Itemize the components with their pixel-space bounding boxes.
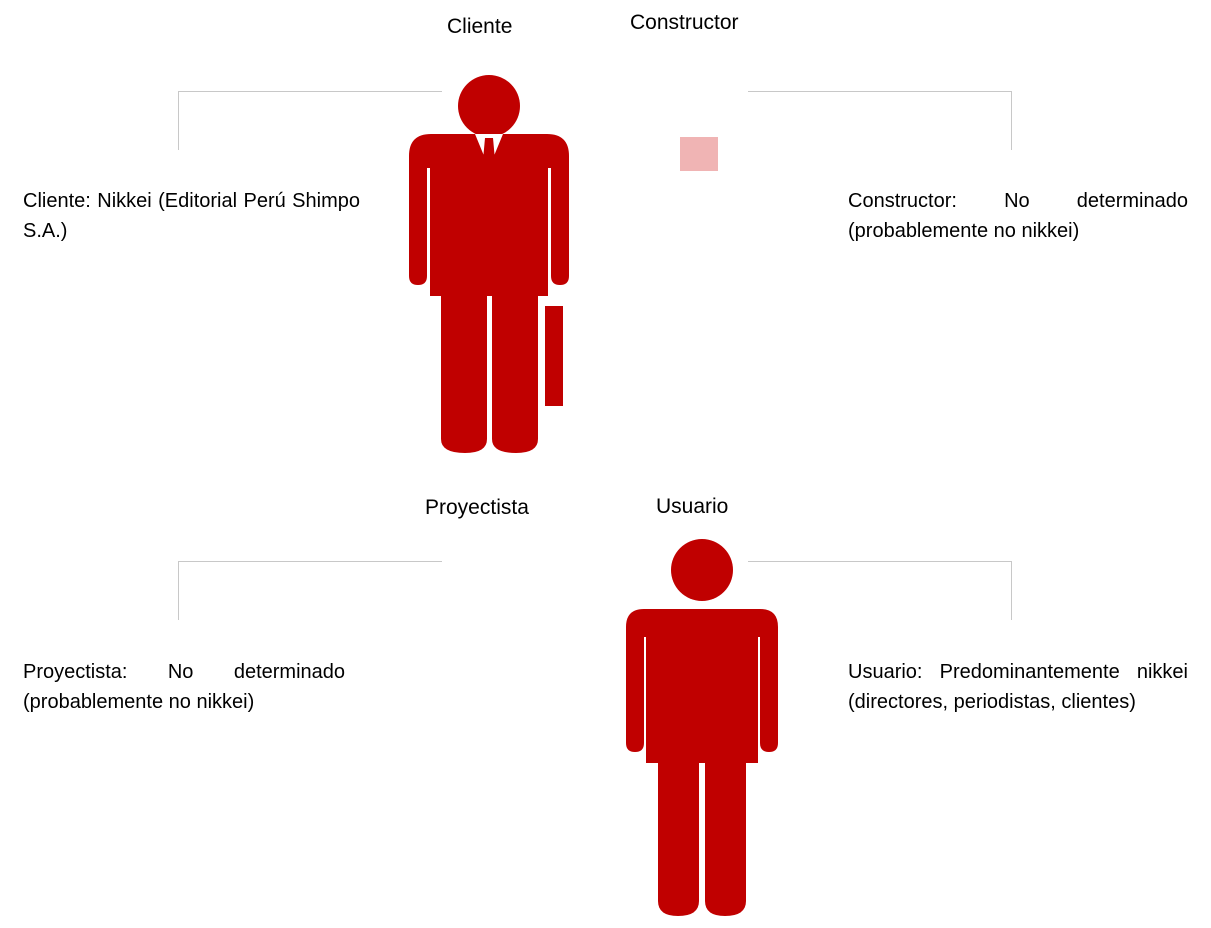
usuario-title: Usuario — [656, 495, 729, 518]
accent-square — [680, 137, 718, 171]
constructor-title: Constructor — [630, 11, 739, 34]
usuario-description: Usuario: Predominantemente nikkei (direc… — [848, 661, 1188, 713]
constructor-connector — [748, 91, 1012, 150]
person-icon — [626, 539, 778, 916]
proyectista-description: Proyectista: No determinado (probablemen… — [23, 661, 345, 713]
businessman-icon — [409, 75, 569, 453]
proyectista-connector — [178, 561, 442, 620]
usuario-connector — [748, 561, 1012, 620]
cliente-description: Cliente: Nikkei (Editorial Perú Shimpo S… — [23, 190, 360, 242]
proyectista-title: Proyectista — [425, 496, 529, 519]
cliente-title: Cliente — [447, 15, 513, 38]
constructor-description: Constructor: No determinado (probablemen… — [848, 190, 1188, 242]
cliente-connector — [178, 91, 442, 150]
